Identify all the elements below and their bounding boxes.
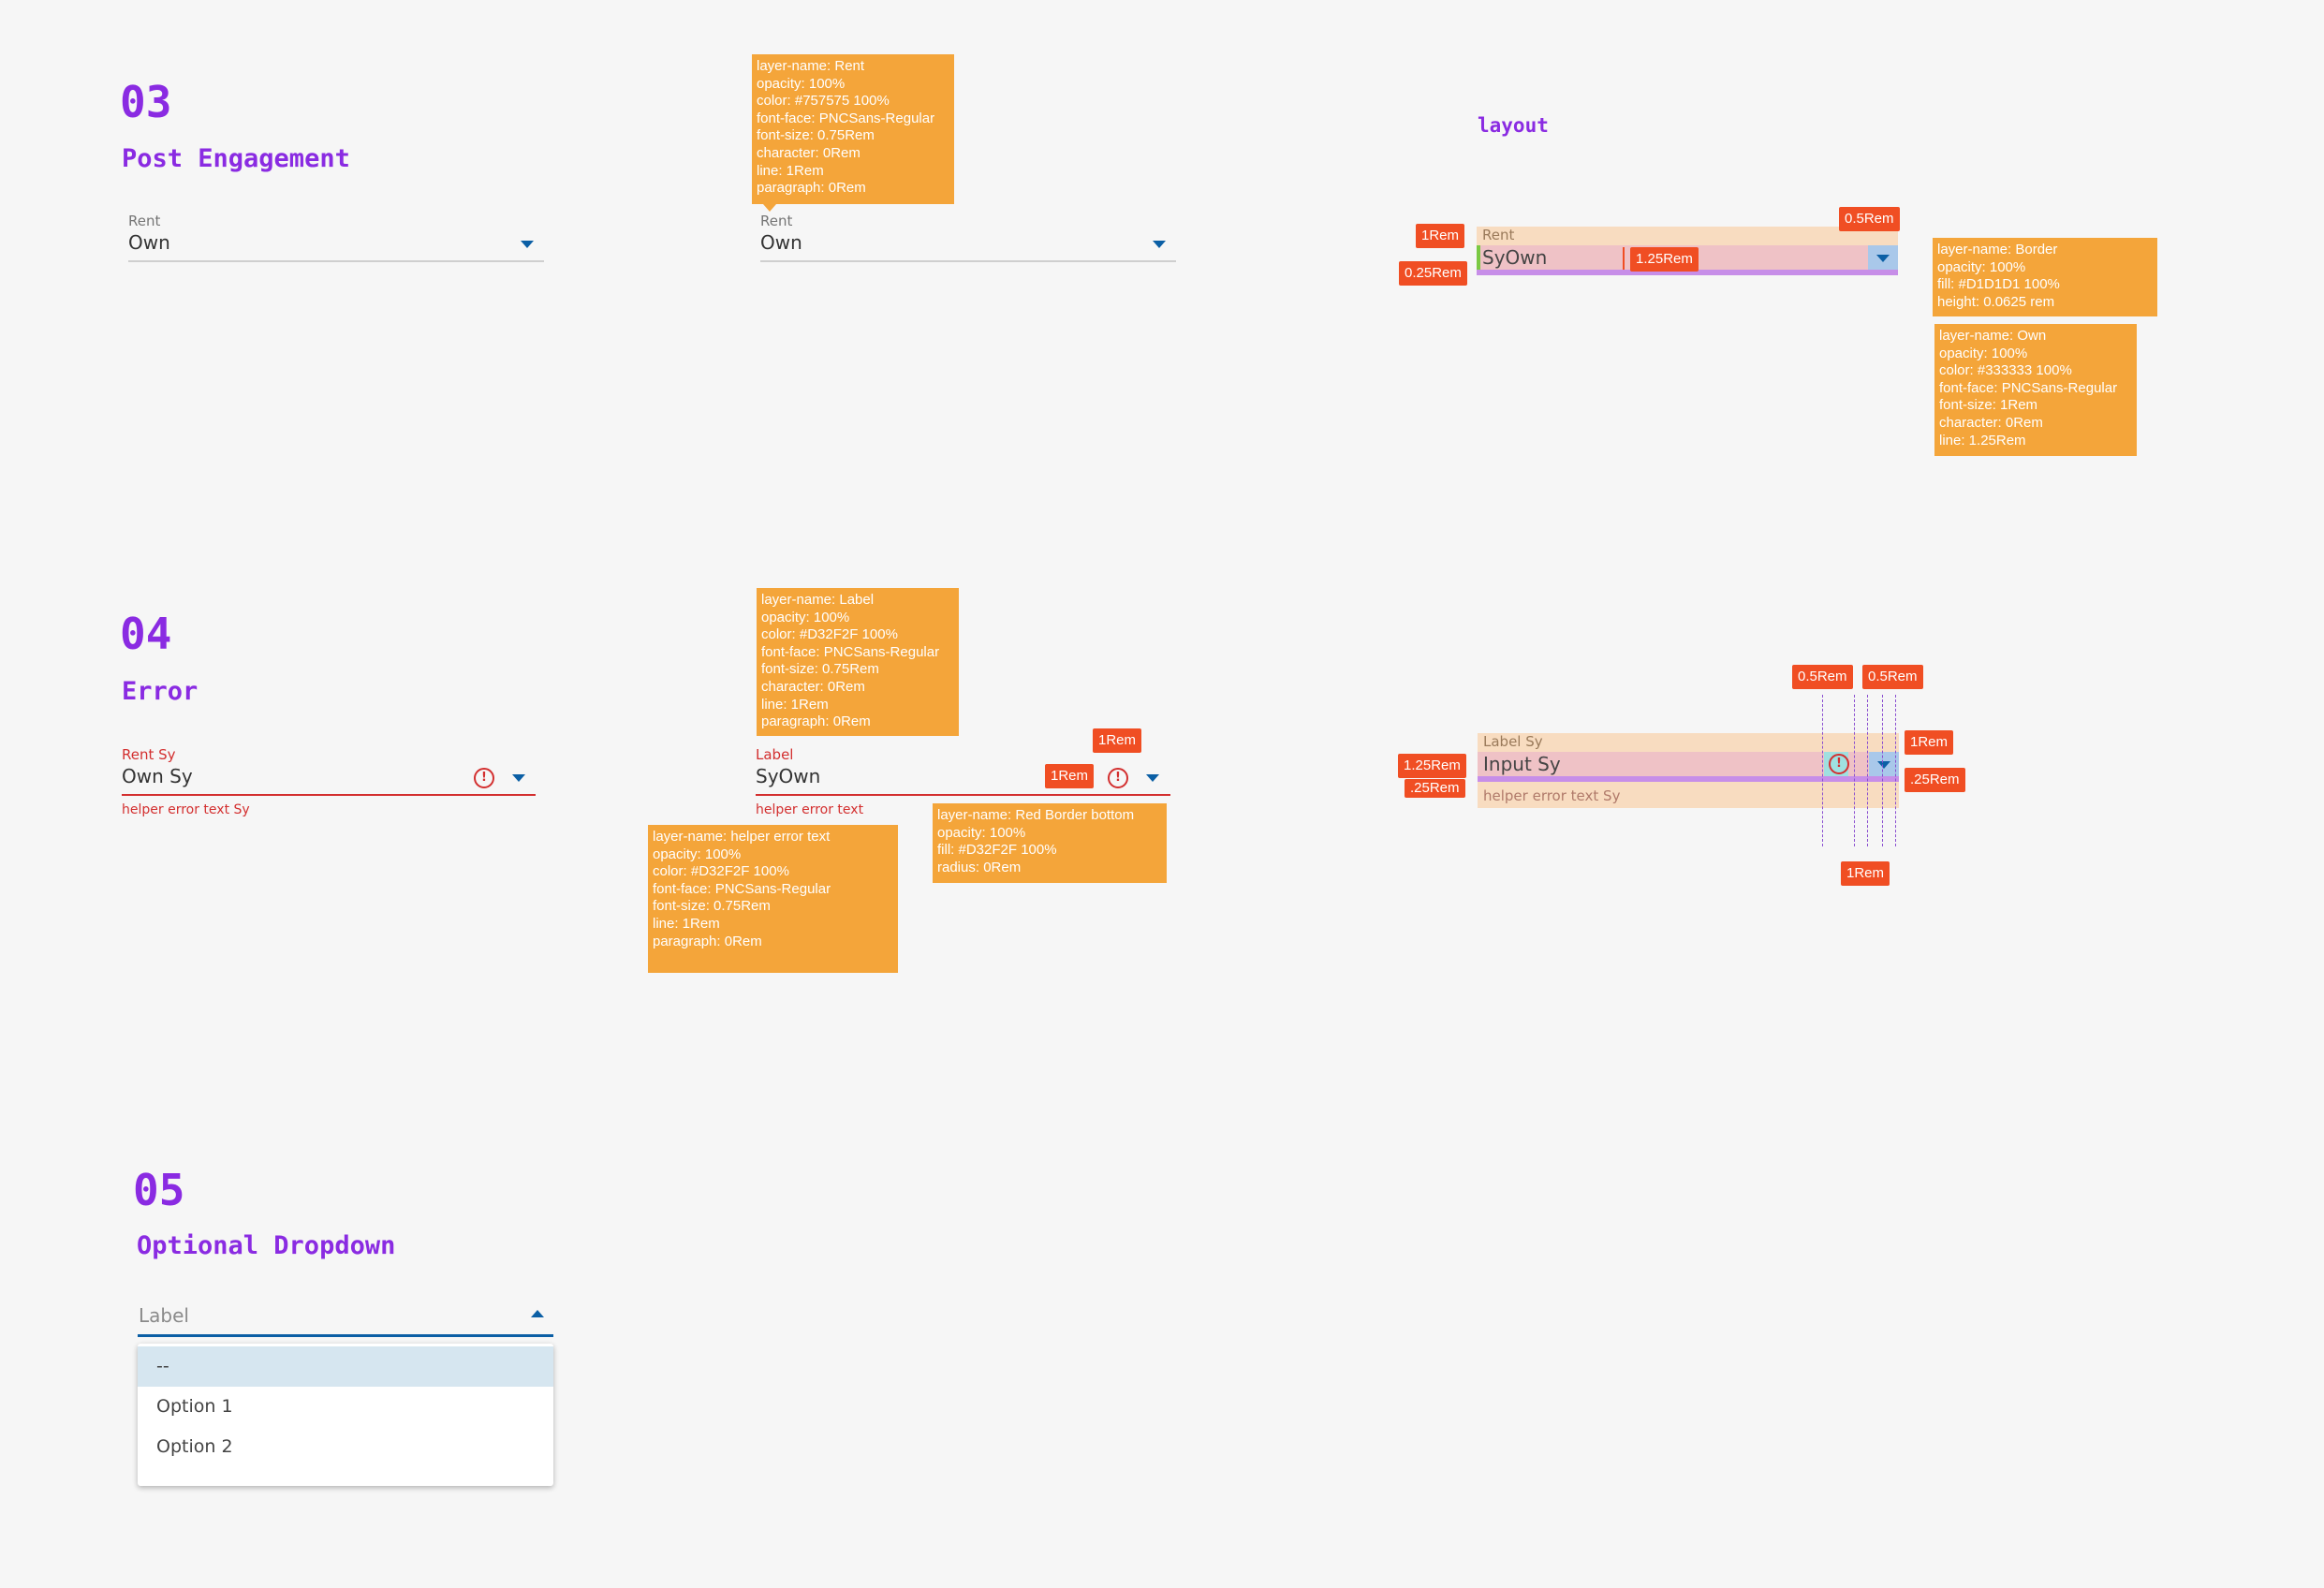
padding-marker: [1477, 245, 1480, 270]
field-label: Rent Sy: [122, 746, 176, 763]
error-icon: !: [474, 768, 494, 788]
measure-badge: 0.5Rem: [1862, 665, 1923, 689]
chevron-down-icon[interactable]: [1146, 774, 1159, 782]
section-title-error: Error: [122, 677, 199, 706]
border-highlight: [1478, 776, 1899, 782]
field-label: Rent: [760, 213, 793, 229]
measure-line: [1623, 247, 1625, 270]
measure-badge: 1.25Rem: [1630, 247, 1699, 272]
field-border: [760, 260, 1176, 262]
field-border: [128, 260, 544, 262]
chevron-down-icon[interactable]: [1153, 241, 1166, 248]
field-border-error: [756, 794, 1170, 796]
measure-badge: 1Rem: [1841, 861, 1890, 886]
layout-diagram-error: ! Label Sy Input Sy helper error text Sy: [1478, 733, 1899, 808]
dropdown-option[interactable]: Option 1: [156, 1396, 233, 1417]
error-dropdown[interactable]: Rent Sy Own Sy ! helper error text Sy: [122, 744, 536, 819]
field-label: Rent: [128, 213, 161, 229]
field-value: Own Sy: [122, 765, 193, 787]
field-label: Label: [756, 746, 794, 763]
helper-error-text: helper error text Sy: [122, 802, 250, 817]
section-number-05: 05: [133, 1165, 185, 1215]
measure-badge: 1Rem: [1905, 730, 1954, 755]
section-number-03: 03: [120, 77, 172, 127]
optional-dropdown[interactable]: Label: [138, 1297, 553, 1337]
section-title-optional-dropdown: Optional Dropdown: [137, 1231, 396, 1260]
helper-error-text: helper error text: [756, 802, 864, 817]
measure-badge: 1Rem: [1045, 764, 1095, 788]
section-title-post-engagement: Post Engagement: [122, 144, 350, 173]
measure-badge: .25Rem: [1905, 768, 1965, 792]
chevron-down-icon[interactable]: [521, 241, 534, 248]
guide-line: [1882, 695, 1883, 846]
layout-value-text: Input Sy: [1483, 753, 1561, 775]
guide-line: [1854, 695, 1855, 846]
field-border-error: [122, 794, 536, 796]
dropdown-option[interactable]: --: [138, 1346, 553, 1387]
dropdown-placeholder: Label: [139, 1304, 189, 1327]
chevron-down-icon: [1876, 255, 1890, 262]
post-engagement-dropdown-annotated[interactable]: Rent Own: [760, 211, 1176, 263]
layout-value-text: SyOwn: [1482, 246, 1548, 269]
layout-label-text: Label Sy: [1483, 733, 1543, 750]
measure-badge: 0.5Rem: [1792, 665, 1853, 689]
field-border-active: [138, 1334, 553, 1337]
error-icon: !: [1829, 754, 1849, 774]
measure-badge: 1Rem: [1093, 728, 1142, 753]
post-engagement-dropdown[interactable]: Rent Own: [128, 211, 544, 263]
guide-line: [1822, 695, 1823, 846]
measure-badge: 1.25Rem: [1398, 754, 1466, 778]
measure-badge: .25Rem: [1405, 779, 1465, 798]
layout-label-text: Rent: [1482, 227, 1515, 243]
guide-line: [1867, 695, 1868, 846]
chevron-down-icon[interactable]: [512, 774, 525, 782]
field-value: SyOwn: [756, 765, 821, 787]
section-number-04: 04: [120, 609, 172, 659]
error-dropdown-annotated[interactable]: Label SyOwn ! helper error text: [756, 744, 1170, 819]
layout-heading: layout: [1478, 114, 1549, 137]
measure-badge: 1Rem: [1416, 224, 1465, 248]
dropdown-menu: -- Option 1 Option 2: [138, 1344, 553, 1486]
chevron-down-icon: [1877, 761, 1890, 769]
border-highlight: [1477, 270, 1898, 275]
tooltip-pointer: [763, 204, 776, 212]
field-value: Own: [128, 231, 170, 254]
measure-badge: 0.25Rem: [1399, 261, 1467, 286]
guide-line: [1895, 695, 1896, 846]
field-value: Own: [760, 231, 802, 254]
measure-badge: 0.5Rem: [1839, 207, 1900, 231]
error-icon: !: [1108, 768, 1128, 788]
chevron-up-icon[interactable]: [531, 1310, 544, 1317]
layout-helper-text: helper error text Sy: [1483, 787, 1621, 804]
dropdown-option[interactable]: Option 2: [156, 1436, 233, 1457]
